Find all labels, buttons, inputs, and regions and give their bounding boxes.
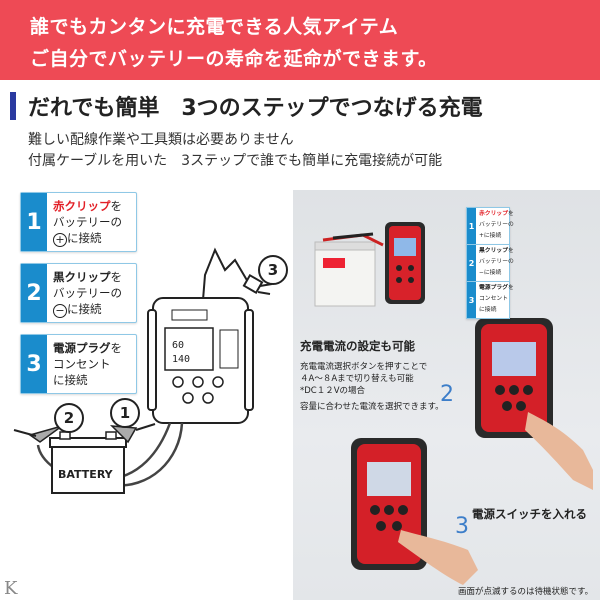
mini-line-3: に接続 [483,233,502,239]
minus-icon: − [53,304,67,318]
top-banner: 誰でもカンタンに充電できる人気アイテム ご自分でバッテリーの寿命を延命ができます… [0,0,600,80]
standby-footnote: 画面が点滅するのは待機状態です。 [458,587,594,597]
particle: を [110,270,123,284]
step-number: 1 [21,193,47,251]
current-setting-title: 充電電流の設定も可能 [300,339,415,353]
step-line-3: に接続 [67,302,102,316]
mini-step-card-1: 1 赤クリップを バッテリーの +に接続 [466,207,514,245]
battery-label: BATTERY [58,468,113,481]
photo-step-2: 2 [440,382,454,407]
power-plug-label: 電源プラグ [479,285,508,291]
svg-text:60: 60 [172,340,184,351]
banner-line-2: ご自分でバッテリーの寿命を延命ができます。 [30,48,438,70]
heading-accent-bar [10,92,16,120]
mini-step-number: 2 [467,245,476,281]
callout-2: 2 [54,403,84,433]
mini-step-text: 黒クリップを バッテリーの −に接続 [479,246,514,279]
plus-icon: + [53,233,67,247]
section-subtitle-2: 付属ケーブルを用いた 3ステップで誰でも簡単に充電接続が可能 [28,153,443,169]
current-setting-line-3: *DC１２Vの場合 [300,386,366,396]
red-clip-label: 赤クリップ [53,199,111,213]
mini-line-2: バッテリーの [479,259,514,265]
red-clip-label: 赤クリップ [479,211,508,217]
power-plug-label: 電源プラグ [53,341,111,355]
mini-step-card-2: 2 黒クリップを バッテリーの −に接続 [466,244,514,282]
particle: を [508,285,514,291]
section-heading: だれでも簡単 3つのステップでつなげる充電 [10,91,483,121]
callout-1: 1 [110,398,140,428]
product-photo-illustration [314,222,593,585]
power-switch-text: 電源スイッチを入れる [472,507,587,521]
step-text: 赤クリップを バッテリーの +に接続 [53,198,122,247]
mini-line-3: に接続 [483,270,502,276]
step-number: 3 [21,335,47,393]
step-card-3: 3 電源プラグを コンセント に接続 [20,334,137,394]
brand-logo: K [4,578,18,599]
black-clip-label: 黒クリップ [53,270,111,284]
svg-text:140: 140 [172,354,190,365]
step-line-2: バッテリーの [53,215,122,229]
section-title: だれでも簡単 3つのステップでつなげる充電 [28,96,483,121]
connection-diagram: 60 140 [13,247,273,494]
mini-line-3: に接続 [479,307,497,313]
step-number: 2 [21,264,47,322]
particle: を [508,248,514,254]
section-subtitle-1: 難しい配線作業や工具類は必要ありません [28,132,294,148]
step-text: 黒クリップを バッテリーの −に接続 [53,269,122,318]
mini-step-card-3: 3 電源プラグを コンセント に接続 [466,281,514,319]
minus-icon: − [479,270,484,276]
particle: を [110,341,123,355]
callout-3: 3 [258,255,288,285]
step-card-1: 1 赤クリップを バッテリーの +に接続 [20,192,137,252]
step-text: 電源プラグを コンセント に接続 [53,340,122,388]
step-line-2: バッテリーの [53,286,122,300]
mini-step-text: 赤クリップを バッテリーの +に接続 [479,209,514,242]
step-line-3: に接続 [67,231,102,245]
mini-step-number: 1 [467,208,476,244]
particle: を [110,199,123,213]
mini-line-2: コンセント [479,296,508,302]
mini-line-2: バッテリーの [479,222,514,228]
step-card-2: 2 黒クリップを バッテリーの −に接続 [20,263,137,323]
current-setting-line-2: ４A～８Aまで切り替えも可能 [300,374,414,384]
mini-step-number: 3 [467,282,476,318]
step-line-2: コンセント [53,357,111,371]
step-line-3: に接続 [53,373,88,387]
current-setting-line-4: 容量に合わせた電流を選択できます。 [300,402,444,412]
particle: を [508,211,514,217]
mini-step-text: 電源プラグを コンセント に接続 [479,283,514,316]
photo-step-3: 3 [455,514,469,539]
current-setting-line-1: 充電電流選択ボタンを押すことで [300,362,428,372]
banner-line-1: 誰でもカンタンに充電できる人気アイテム [30,16,399,38]
plus-icon: + [479,233,484,239]
black-clip-label: 黒クリップ [479,248,508,254]
